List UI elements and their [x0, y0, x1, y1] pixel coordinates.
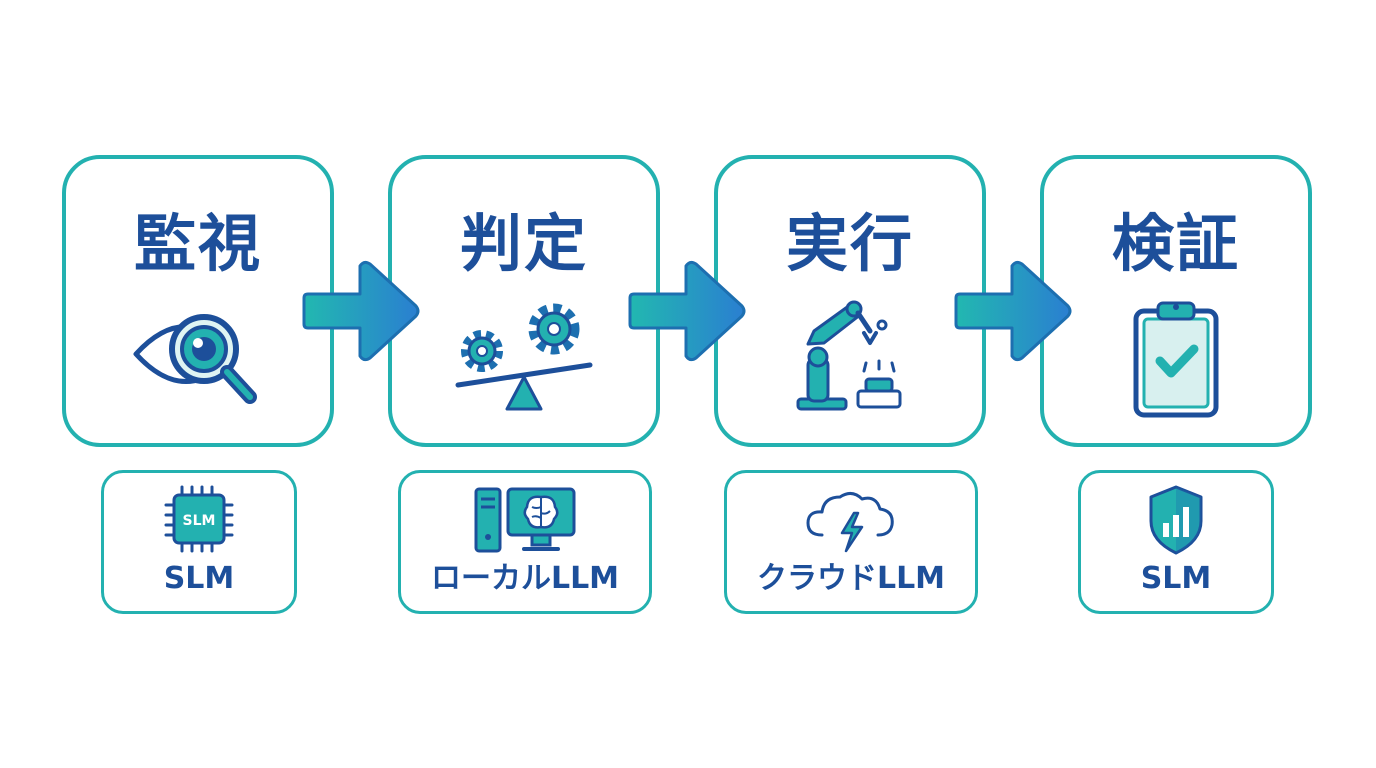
gears-balance-icon	[455, 303, 593, 411]
clipboard-check-icon	[1133, 301, 1219, 418]
model-box-slm-verify: SLM	[1078, 470, 1274, 614]
arrow-right-icon	[954, 260, 1072, 362]
step-title: 検証	[1111, 207, 1240, 280]
model-label: SLM	[1140, 561, 1212, 596]
step-monitor: 監視	[62, 155, 334, 447]
step-execute: 実行	[714, 155, 986, 447]
shield-chart-icon	[1149, 485, 1203, 555]
cloud-lightning-icon	[806, 492, 894, 553]
model-label: クラウドLLM	[756, 561, 946, 596]
model-box-cloud-llm: クラウドLLM	[724, 470, 978, 614]
model-box-slm-monitor: SLM SLM	[101, 470, 297, 614]
computer-brain-icon	[474, 487, 576, 553]
step-title: 監視	[133, 207, 262, 280]
step-judge: 判定	[388, 155, 660, 447]
step-title: 判定	[459, 207, 588, 280]
arrow-right-icon	[302, 260, 420, 362]
chip-label: SLM	[183, 513, 216, 529]
chip-icon: SLM	[164, 485, 234, 553]
step-verify: 検証	[1040, 155, 1312, 447]
step-title: 実行	[785, 207, 914, 280]
eye-magnifier-icon	[133, 314, 257, 404]
model-label: SLM	[163, 561, 235, 596]
model-box-local-llm: ローカルLLM	[398, 470, 652, 614]
arrow-right-icon	[628, 260, 746, 362]
robot-arm-icon	[796, 300, 902, 411]
model-label: ローカルLLM	[430, 561, 620, 596]
